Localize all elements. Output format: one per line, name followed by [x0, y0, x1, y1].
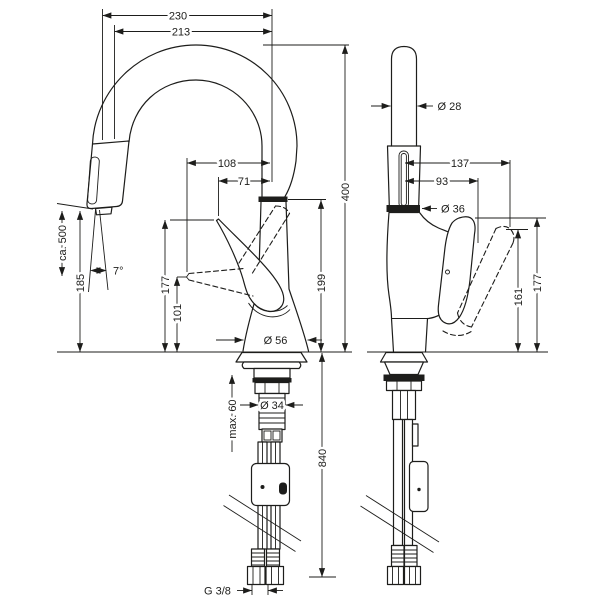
dimensions-front: 230 213 108 71 400 199 185 ca. 500 7° 17…	[55, 8, 355, 600]
dim-height-total: 400	[340, 183, 352, 201]
under-counter-front	[223, 351, 308, 586]
spray-face-plate	[87, 156, 100, 205]
mounting-nut-front	[254, 381, 290, 395]
hose-connectors-side	[386, 544, 422, 586]
dim-width-total: 230	[169, 11, 187, 23]
handle-front	[215, 218, 291, 318]
handle-front-alt-positions	[186, 205, 291, 297]
dim-handle-tilted-reach: 137	[451, 158, 469, 170]
break-lines-front	[223, 494, 302, 552]
dim-base-diameter: Ø 56	[264, 335, 288, 347]
escutcheon-side	[379, 351, 429, 363]
handle-side	[437, 216, 476, 325]
joint-band-side	[386, 205, 420, 212]
dim-width-inner: 213	[172, 27, 190, 39]
handle-side-alt-position	[442, 225, 515, 337]
spout-joint-band	[258, 196, 288, 202]
hose-weight-side	[408, 460, 429, 513]
dim-handle-lowered: 101	[172, 304, 184, 322]
dimensions-side: Ø 28 137 93 Ø 36 177 161	[371, 99, 547, 353]
dim-reach-handle: 71	[238, 176, 250, 188]
escutcheon-front	[235, 351, 308, 363]
break-lines-side	[360, 495, 440, 553]
dim-height-joint: 199	[316, 274, 328, 292]
dim-handle-tilted-height: 161	[513, 288, 525, 306]
spray-angle-detail	[88, 209, 109, 293]
dim-joint-diameter: Ø 36	[441, 204, 465, 216]
spray-head	[86, 140, 130, 216]
under-counter-side	[360, 351, 440, 586]
dim-handle-upright-reach: 93	[436, 176, 448, 188]
dim-spray-angle: 7°	[113, 266, 124, 278]
spout-arc	[91, 44, 298, 198]
front-view: 230 213 108 71 400 199 185 ca. 500 7° 17…	[55, 8, 355, 600]
mounting-nut-side	[385, 380, 423, 392]
dim-hose-length: 840	[317, 449, 329, 467]
dim-shank-diameter: Ø 34	[260, 400, 284, 412]
hose-connectors-front	[246, 548, 285, 586]
spray-slot	[398, 150, 409, 209]
dim-outlet-height: 185	[75, 274, 87, 292]
dim-reach-spray: 108	[218, 158, 236, 170]
dim-hose-pullout: ca. 500	[57, 225, 69, 261]
dim-max-deck: max. 60	[227, 399, 239, 438]
dim-handle-height-side: 177	[532, 274, 544, 292]
spray-outlet-tip	[94, 206, 113, 216]
hose-weight-front	[250, 462, 291, 507]
dim-handle-height-front: 177	[160, 276, 172, 294]
dim-spout-diameter: Ø 28	[438, 101, 462, 113]
spout-column-side	[386, 45, 422, 214]
side-view: Ø 28 137 93 Ø 36 177 161	[360, 45, 548, 586]
dim-connection-thread: G 3/8	[204, 586, 231, 598]
